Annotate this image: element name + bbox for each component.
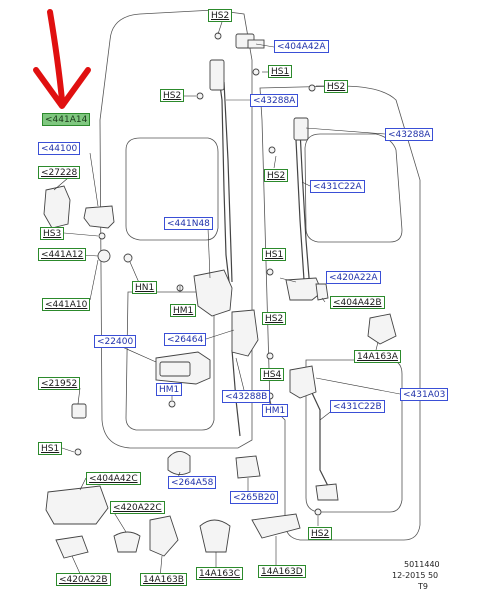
- left-door-window: [125, 137, 219, 241]
- lock-rod-left-2: [223, 81, 233, 283]
- callout-27228[interactable]: <27228: [38, 166, 81, 179]
- pad-420a22b: [55, 535, 89, 559]
- callout-hm1-c[interactable]: HM1: [262, 404, 289, 417]
- callout-441a10[interactable]: <441A10: [42, 298, 91, 311]
- callout-441a14-highlighted[interactable]: <441A14: [42, 113, 91, 126]
- left-door-outline: [99, 9, 253, 449]
- handle-bracket: [83, 205, 115, 229]
- cylinder-14a163a: [367, 313, 397, 345]
- callout-hs2-left[interactable]: HS2: [160, 89, 185, 102]
- cover-14a163b: [149, 515, 179, 557]
- right-lock-rod-upper: [299, 129, 311, 291]
- callout-hs2-top[interactable]: HS2: [208, 9, 233, 22]
- callout-431c22a[interactable]: <431C22A: [310, 180, 365, 193]
- hinge-upper-left-bracket: [209, 59, 225, 91]
- inner-handle-bezel: [159, 361, 191, 377]
- grommet-441a12: [97, 249, 111, 263]
- cover-14a163d: [251, 513, 301, 539]
- callout-hs2-mid[interactable]: HS2: [264, 169, 289, 182]
- screw-hn1: [123, 253, 133, 263]
- callout-43288a-top[interactable]: <43288A: [250, 94, 299, 107]
- upper-striker-right: [293, 117, 309, 141]
- callout-404a42b[interactable]: <404A42B: [330, 296, 385, 309]
- callout-441n48[interactable]: <441N48: [164, 217, 213, 230]
- bracket-420a22a: [285, 277, 323, 301]
- screw-hs2-right: [308, 84, 316, 92]
- callout-14a163b[interactable]: 14A163B: [140, 573, 187, 586]
- callout-26464[interactable]: <26464: [164, 333, 207, 346]
- bracket-404a42b: [315, 283, 329, 301]
- callout-hn1[interactable]: HN1: [132, 281, 158, 294]
- callout-265b20[interactable]: <265B20: [230, 491, 279, 504]
- callout-420a22c[interactable]: <420A22C: [110, 501, 165, 514]
- callout-22400[interactable]: <22400: [94, 335, 137, 348]
- screw-hm1-b: [168, 400, 176, 408]
- drawing-code: 5011440: [404, 560, 440, 569]
- right-door-window: [304, 133, 403, 243]
- callout-hs3[interactable]: HS3: [40, 227, 65, 240]
- pad-420a22c: [113, 531, 141, 553]
- callout-420a22a[interactable]: <420A22A: [326, 271, 381, 284]
- lock-body: [193, 269, 233, 317]
- callout-441a12[interactable]: <441A12: [38, 248, 87, 261]
- screw-hs2-bottom: [314, 508, 322, 516]
- screw-hs1-mid: [266, 268, 274, 276]
- bolt-top: [214, 32, 222, 40]
- right-lock-rod-lower: [305, 379, 331, 491]
- callout-43288b[interactable]: <43288B: [222, 390, 271, 403]
- cap-264a58: [167, 451, 191, 475]
- callout-264a58[interactable]: <264A58: [168, 476, 217, 489]
- outside-handle: [43, 185, 71, 229]
- callout-hs1-mid[interactable]: HS1: [262, 248, 287, 261]
- callout-43288a-right[interactable]: <43288A: [385, 128, 434, 141]
- callout-hs2-lower[interactable]: HS2: [262, 312, 287, 325]
- callout-hm1-a[interactable]: HM1: [170, 304, 197, 317]
- callout-420a22b[interactable]: <420A22B: [56, 573, 111, 586]
- lower-catch: [315, 483, 339, 501]
- hinge-404a42c: [45, 485, 109, 525]
- callout-hs1-low[interactable]: HS1: [38, 442, 63, 455]
- clip-21952: [71, 403, 87, 419]
- screw-hs3: [98, 232, 106, 240]
- callout-hs2-bottom[interactable]: HS2: [308, 527, 333, 540]
- callout-hs4[interactable]: HS4: [260, 368, 285, 381]
- callout-hm1-b[interactable]: HM1: [156, 383, 183, 396]
- callout-431c22b[interactable]: <431C22B: [330, 400, 385, 413]
- callout-14a163a[interactable]: 14A163A: [354, 350, 401, 363]
- bracket-265b20: [235, 455, 261, 479]
- drawing-date: 12-2015 50: [392, 571, 439, 580]
- callout-14a163c[interactable]: 14A163C: [196, 567, 244, 580]
- right-lock-rod-2: [295, 139, 305, 281]
- screw-hs2-mid: [268, 146, 276, 154]
- callout-404a42a[interactable]: <404A42A: [274, 40, 329, 53]
- lock-latch-26464: [231, 309, 259, 357]
- lower-lock-43288b: [289, 365, 317, 399]
- callout-44100[interactable]: <44100: [38, 142, 81, 155]
- screw-hs1-low: [74, 448, 82, 456]
- callout-hs1-top[interactable]: HS1: [268, 65, 293, 78]
- callout-14a163d[interactable]: 14A163D: [258, 565, 306, 578]
- callout-hs2-right[interactable]: HS2: [324, 80, 349, 93]
- cover-14a163c: [199, 519, 231, 553]
- callout-431a03[interactable]: <431A03: [400, 388, 449, 401]
- callout-404a42c[interactable]: <404A42C: [86, 472, 141, 485]
- screw-hs1-top: [252, 68, 260, 76]
- screw-hs2-left: [196, 92, 204, 100]
- red-arrow-icon: [33, 9, 91, 109]
- right-door-lower-panel: [305, 359, 403, 513]
- screw-hs4: [266, 352, 274, 360]
- callout-21952[interactable]: <21952: [38, 377, 81, 390]
- drawing-rev: T9: [418, 582, 428, 591]
